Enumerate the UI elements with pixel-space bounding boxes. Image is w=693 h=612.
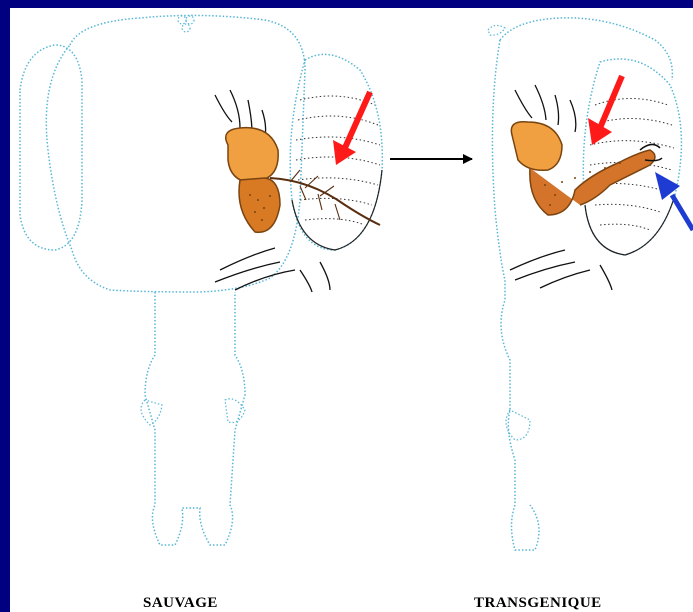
transgenic-head xyxy=(488,18,693,550)
red-arrow-icon-left xyxy=(333,92,370,165)
ocelli-left xyxy=(178,16,194,32)
head-outline-right xyxy=(500,18,672,80)
red-arrow-icon-right xyxy=(588,76,622,145)
blue-arrow-icon xyxy=(655,172,693,230)
compound-eye-left xyxy=(20,45,82,250)
wild-type-label: SAUVAGE xyxy=(143,595,218,612)
transgenic-label: TRANSGENIQUE xyxy=(474,595,602,612)
antenna-transgenic xyxy=(511,122,662,215)
neck-left xyxy=(145,292,245,545)
wild-type-head xyxy=(20,15,382,545)
